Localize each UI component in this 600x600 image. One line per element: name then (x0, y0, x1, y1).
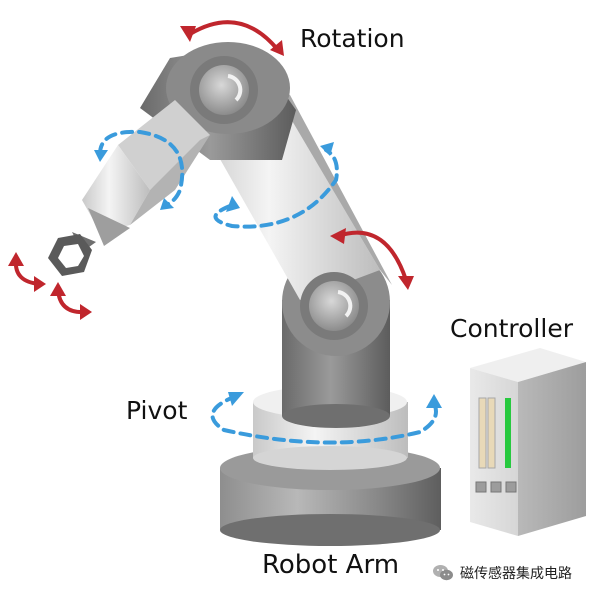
controller-buttons (475, 481, 517, 493)
controller-slots (478, 397, 511, 469)
mid-arm-pivot-arrow (213, 142, 339, 229)
wrist-pivot-arrow (94, 129, 185, 210)
robot-arm-label: Robot Arm (262, 550, 400, 580)
elbow-rotation-arrow (330, 228, 414, 290)
base-pivot-arrow (210, 392, 442, 445)
forearm (82, 100, 210, 246)
watermark-text: 磁传感器集成电路 (460, 566, 572, 582)
elbow-joint (300, 272, 368, 340)
top-rotation-arrow (180, 20, 284, 56)
gripper-rotation-arrow-right (50, 282, 92, 320)
rotation-label: Rotation (300, 24, 405, 53)
status-indicator-bar (505, 398, 511, 468)
pivot-label: Pivot (126, 396, 188, 425)
gripper (48, 232, 96, 276)
rotation-arrows (8, 20, 414, 320)
shoulder-joint (190, 56, 258, 124)
gripper-rotation-arrow-left (8, 252, 46, 292)
controller-cabinet (470, 348, 586, 536)
controller-label: Controller (450, 314, 573, 343)
pivot-arrows (94, 129, 442, 445)
wechat-icon (433, 565, 453, 581)
watermark: 磁传感器集成电路 (432, 562, 572, 584)
